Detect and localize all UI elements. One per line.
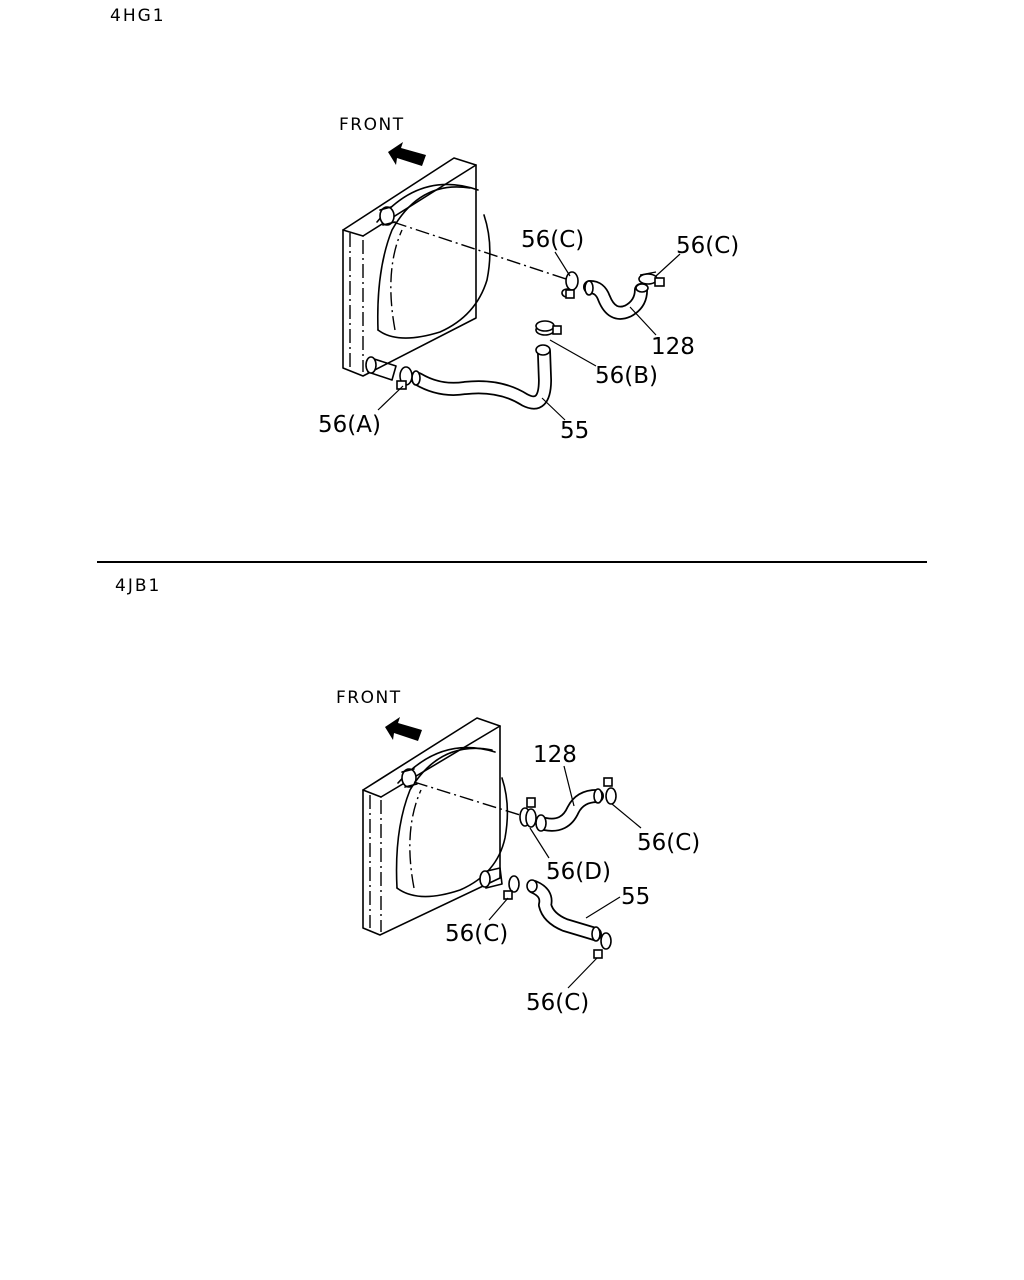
callout-56c-inlet: 56(C) xyxy=(521,227,584,253)
hose-clamp-icon xyxy=(535,320,562,336)
hose-clamp-icon xyxy=(593,932,612,959)
hose-clamp-icon xyxy=(561,271,579,299)
section-divider xyxy=(97,561,927,563)
radiator-hose-diagram-4jb1: FRONT xyxy=(336,688,700,1016)
hose-clamp-icon xyxy=(396,366,413,390)
front-label: FRONT xyxy=(339,115,405,135)
hose-clamp-icon xyxy=(638,271,665,287)
callout-56c-lower-outlet: 56(C) xyxy=(526,990,589,1016)
upper-hose-128 xyxy=(583,280,649,320)
front-arrow-icon xyxy=(388,142,426,166)
callout-56c-upper-outlet: 56(C) xyxy=(637,830,700,856)
radiator-shroud-icon xyxy=(342,157,491,381)
callout-56c-lower-inlet: 56(C) xyxy=(445,921,508,947)
callout-55: 55 xyxy=(560,418,589,444)
callout-55: 55 xyxy=(621,884,650,910)
lower-hose-55 xyxy=(411,344,552,410)
hose-clamp-icon xyxy=(503,875,520,900)
callout-56a: 56(A) xyxy=(318,412,381,438)
callout-128: 128 xyxy=(533,742,577,768)
engine-label-4jb1: 4JB1 xyxy=(115,576,162,596)
hose-clamp-icon xyxy=(603,777,617,805)
callout-56b: 56(B) xyxy=(595,363,658,389)
callout-56d: 56(D) xyxy=(546,859,611,885)
radiator-shroud-icon xyxy=(362,717,509,936)
lower-hose-55 xyxy=(526,879,602,942)
front-arrow-icon xyxy=(385,717,422,741)
radiator-hose-diagram-4hg1: FRONT xyxy=(318,115,739,444)
callout-128: 128 xyxy=(651,334,695,360)
callout-56c-outlet: 56(C) xyxy=(676,233,739,259)
upper-hose-128 xyxy=(535,788,604,832)
front-label: FRONT xyxy=(336,688,402,708)
engine-label-4hg1: 4HG1 xyxy=(110,6,166,26)
hose-clamp-icon xyxy=(519,797,537,828)
